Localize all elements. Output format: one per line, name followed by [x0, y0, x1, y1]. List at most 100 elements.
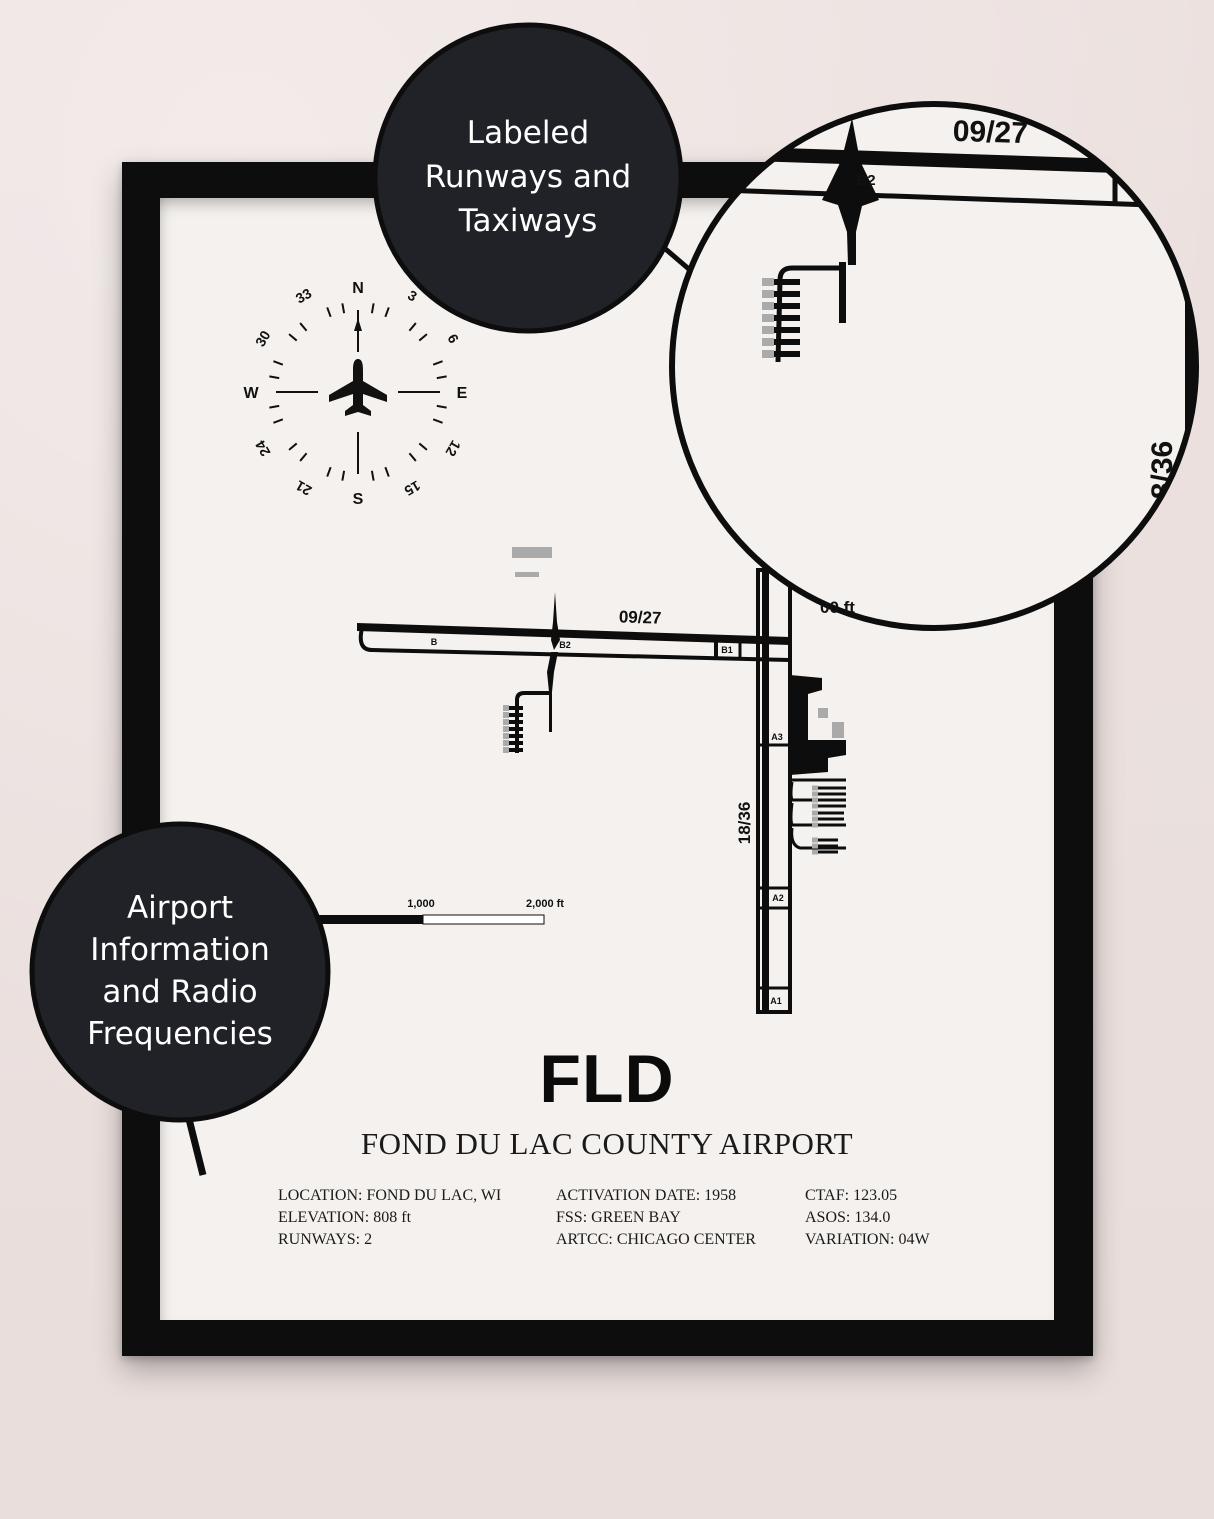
compass-tick [269, 404, 280, 409]
compass-tick [418, 333, 428, 342]
callout-top-text: Labeled Runways and Taxiways [378, 111, 678, 243]
hangar-shadow [812, 849, 818, 855]
compass-tick [326, 466, 332, 477]
compass-tick [273, 418, 284, 424]
compass-deg-21: 21 [293, 477, 315, 499]
compass-deg-15: 15 [402, 478, 424, 500]
hangar-shadow [812, 843, 818, 849]
runway-09-27-label: 09/27 [619, 607, 662, 627]
info-fss: FSS: GREEN BAY [556, 1209, 681, 1226]
compass-ticks [269, 303, 447, 481]
hangar [818, 844, 838, 848]
hangar-shadow [503, 712, 509, 718]
info-asos: ASOS: 134.0 [805, 1209, 891, 1226]
callout-top-line: Taxiways [458, 203, 598, 239]
hangar [509, 720, 523, 724]
compass-west-label: W [243, 385, 259, 402]
zoom-distance-partial-label: 00 ft [820, 598, 855, 617]
info-elevation: ELEVATION: 808 ft [278, 1209, 412, 1226]
taxiway-b2-label: B2 [559, 640, 571, 650]
runway-diagram: B B2 B1 A3 A2 A1 09/27 18/36 [357, 547, 846, 1014]
hangar [818, 798, 846, 802]
compass-south-label: S [353, 491, 364, 508]
hangar-shadow [812, 785, 818, 791]
info-artcc: ARTCC: CHICAGO CENTER [556, 1231, 756, 1248]
zoom-hangar-shadow [762, 302, 774, 310]
scale-label-1000: 1,000 [407, 898, 435, 910]
callout-left-line: Frequencies [87, 1016, 273, 1052]
compass-deg-3: 3 [405, 287, 420, 305]
compass-east-label: E [457, 385, 468, 402]
compass-deg-12: 12 [442, 438, 464, 460]
zoom-hangar-shadow [762, 278, 774, 286]
zoom-hangar-shadow [762, 290, 774, 298]
compass-deg-24: 24 [252, 438, 274, 460]
zoom-hangar [774, 327, 800, 333]
apron-taxilane [789, 781, 846, 850]
callout-left-line: Airport [126, 890, 234, 926]
scale-bar-light [422, 914, 545, 925]
callout-left-text: Airport Information and Radio Frequencie… [30, 887, 330, 1055]
zoom-taxiway-b2-label: B2 [856, 172, 875, 189]
zoom-taxiway-b [672, 185, 1196, 210]
zoom-runway-09-27-label: 09/27 [952, 115, 1028, 150]
hangar [818, 811, 844, 815]
compass-degree-labels: 3 6 12 15 21 24 30 33 [252, 285, 464, 500]
info-ctaf: CTAF: 123.05 [805, 1187, 898, 1204]
apron-taxilane [515, 691, 551, 753]
airport-code: FLD [539, 1041, 675, 1117]
zoom-hangar [774, 279, 800, 285]
hangar [818, 817, 844, 821]
info-column-3: CTAF: 123.05 ASOS: 134.0 VARIATION: 04W [805, 1185, 930, 1251]
zoom-taxiway-b2-south [839, 262, 846, 323]
zoom-hangar [774, 339, 800, 345]
zoom-hangar-shadow [762, 338, 774, 346]
hangar-shadow [503, 705, 509, 711]
zoom-hangar [774, 315, 800, 321]
zoom-hangar-shadow [762, 326, 774, 334]
callout-left-leader-bottom [184, 1114, 207, 1176]
building [512, 547, 552, 558]
hangar-shadow [812, 797, 818, 803]
compass-tick [269, 375, 280, 380]
zoom-inset-background [672, 104, 1196, 628]
info-column-1: LOCATION: FOND DU LAC, WI ELEVATION: 808… [278, 1185, 501, 1251]
compass-tick [288, 333, 298, 342]
hangar [509, 727, 523, 731]
hangar-shadow [503, 740, 509, 746]
taxiway-b-label: B [431, 637, 438, 647]
zoom-inset: 09/27 B2 8/36 00 ft [669, 101, 1199, 631]
hangar-shadow [812, 816, 818, 822]
zoom-hangar [774, 303, 800, 309]
hangar-shadow [503, 733, 509, 739]
info-variation: VARIATION: 04W [805, 1231, 930, 1248]
compass-tick [418, 442, 428, 451]
zoom-taxiway-b2 [822, 118, 879, 265]
hangar [818, 838, 838, 842]
hangar [818, 804, 846, 808]
terminal-building [818, 708, 828, 718]
info-location: LOCATION: FOND DU LAC, WI [278, 1187, 502, 1204]
hangar-shadow [503, 747, 509, 753]
compass-deg-33: 33 [293, 285, 315, 307]
zoom-hangar [774, 291, 800, 297]
callout-top-bubble [372, 22, 684, 334]
compass-tick [436, 404, 447, 409]
hangar [818, 792, 846, 796]
compass-tick [436, 375, 447, 380]
compass-rose: N E S W 3 6 12 15 21 24 30 33 [243, 280, 467, 508]
compass-deg-6: 6 [444, 331, 462, 346]
compass-tick [408, 322, 417, 332]
compass-tick [273, 360, 284, 366]
airport-name: FOND DU LAC COUNTY AIRPORT [360, 1126, 854, 1161]
runway-09-27 [357, 623, 790, 645]
hangar [509, 748, 523, 752]
compass-tick [341, 470, 346, 481]
compass-tick [370, 470, 375, 481]
compass-tick [370, 303, 375, 314]
compass-tick [432, 418, 443, 424]
compass-tick [408, 452, 417, 462]
hangar-shadow [812, 822, 818, 828]
zoom-hangar-shadow [762, 314, 774, 322]
hangar [509, 713, 523, 717]
